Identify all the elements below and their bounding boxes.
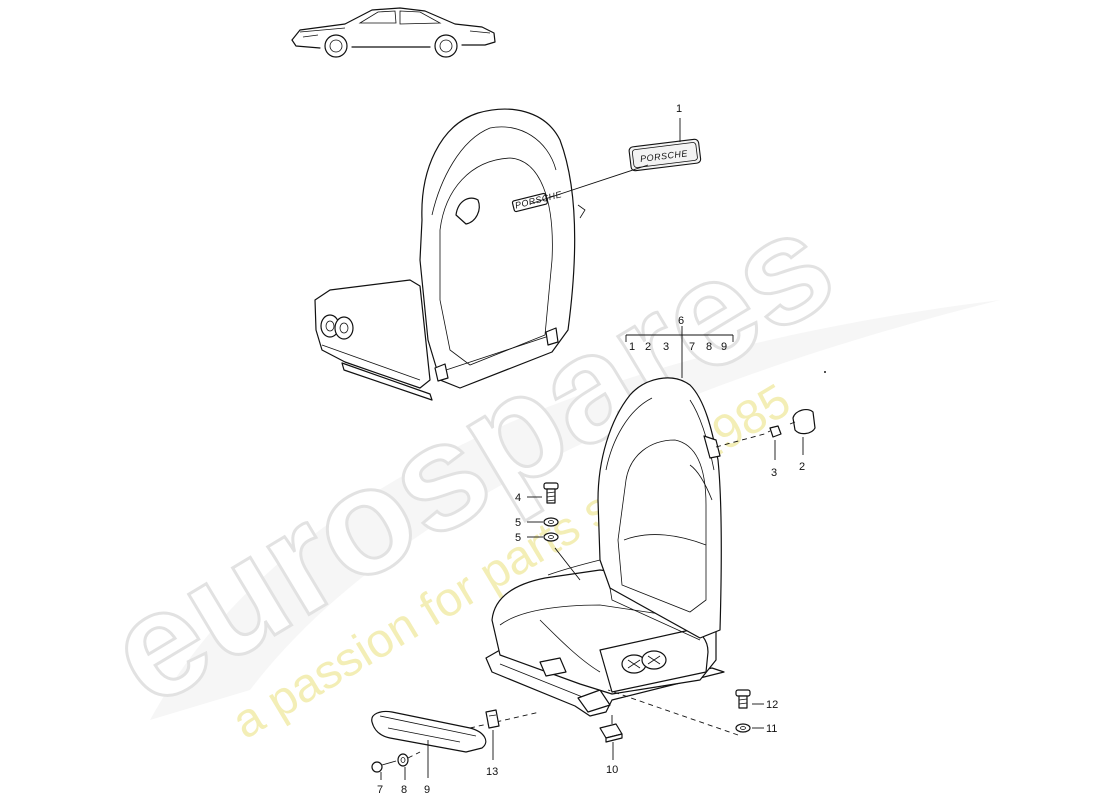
- part-clip: [767, 425, 782, 438]
- callout-1: 1: [676, 103, 682, 115]
- callout-6: 6: [678, 315, 684, 327]
- part-badge-plate: PORSCHE: [529, 138, 702, 205]
- callout-12: 12: [766, 699, 778, 711]
- part-bolt: [543, 482, 559, 504]
- part-slider-pad: [599, 723, 623, 743]
- callout-4: 4: [515, 492, 521, 504]
- callout-11: 11: [766, 723, 777, 735]
- part-bolt-right: [735, 689, 751, 709]
- bracket-num-9: 9: [721, 341, 727, 353]
- callout-7: 7: [377, 784, 383, 796]
- part-washer-right: [735, 723, 751, 733]
- seat1-backrest: [419, 108, 576, 389]
- bracket-num-3: 3: [663, 341, 669, 353]
- part-clip-nut: [485, 709, 500, 729]
- kit-bracket: 6 1 2 3 7 8 9: [625, 315, 734, 378]
- bracket-num-2: 2: [645, 341, 651, 353]
- part-trim-cover: [371, 710, 487, 753]
- callout-3: 3: [771, 467, 777, 479]
- part-screw: [371, 760, 397, 773]
- callout-5a: 5: [515, 517, 521, 529]
- callout-8: 8: [401, 784, 407, 796]
- seat-rear-view: PORSCHE: [314, 108, 586, 401]
- callout-5b: 5: [515, 532, 521, 544]
- seat-front-view: [485, 377, 725, 717]
- part-washer-b: [543, 532, 559, 542]
- callout-9: 9: [424, 784, 430, 796]
- seat2-backrest: [597, 377, 722, 639]
- callout-13: 13: [486, 766, 498, 778]
- callout-10: 10: [606, 764, 618, 776]
- part-washer-c: [397, 753, 409, 767]
- bracket-num-1: 1: [629, 341, 635, 353]
- watermark-swoosh: [150, 300, 1000, 720]
- bracket-num-7: 7: [689, 341, 695, 353]
- bracket-num-8: 8: [706, 341, 712, 353]
- car-thumbnail: [291, 7, 496, 58]
- part-cover-cap: [789, 408, 816, 435]
- part-washer-a: [543, 517, 559, 527]
- seat1-cushion: [314, 279, 431, 389]
- callout-2: 2: [799, 461, 805, 473]
